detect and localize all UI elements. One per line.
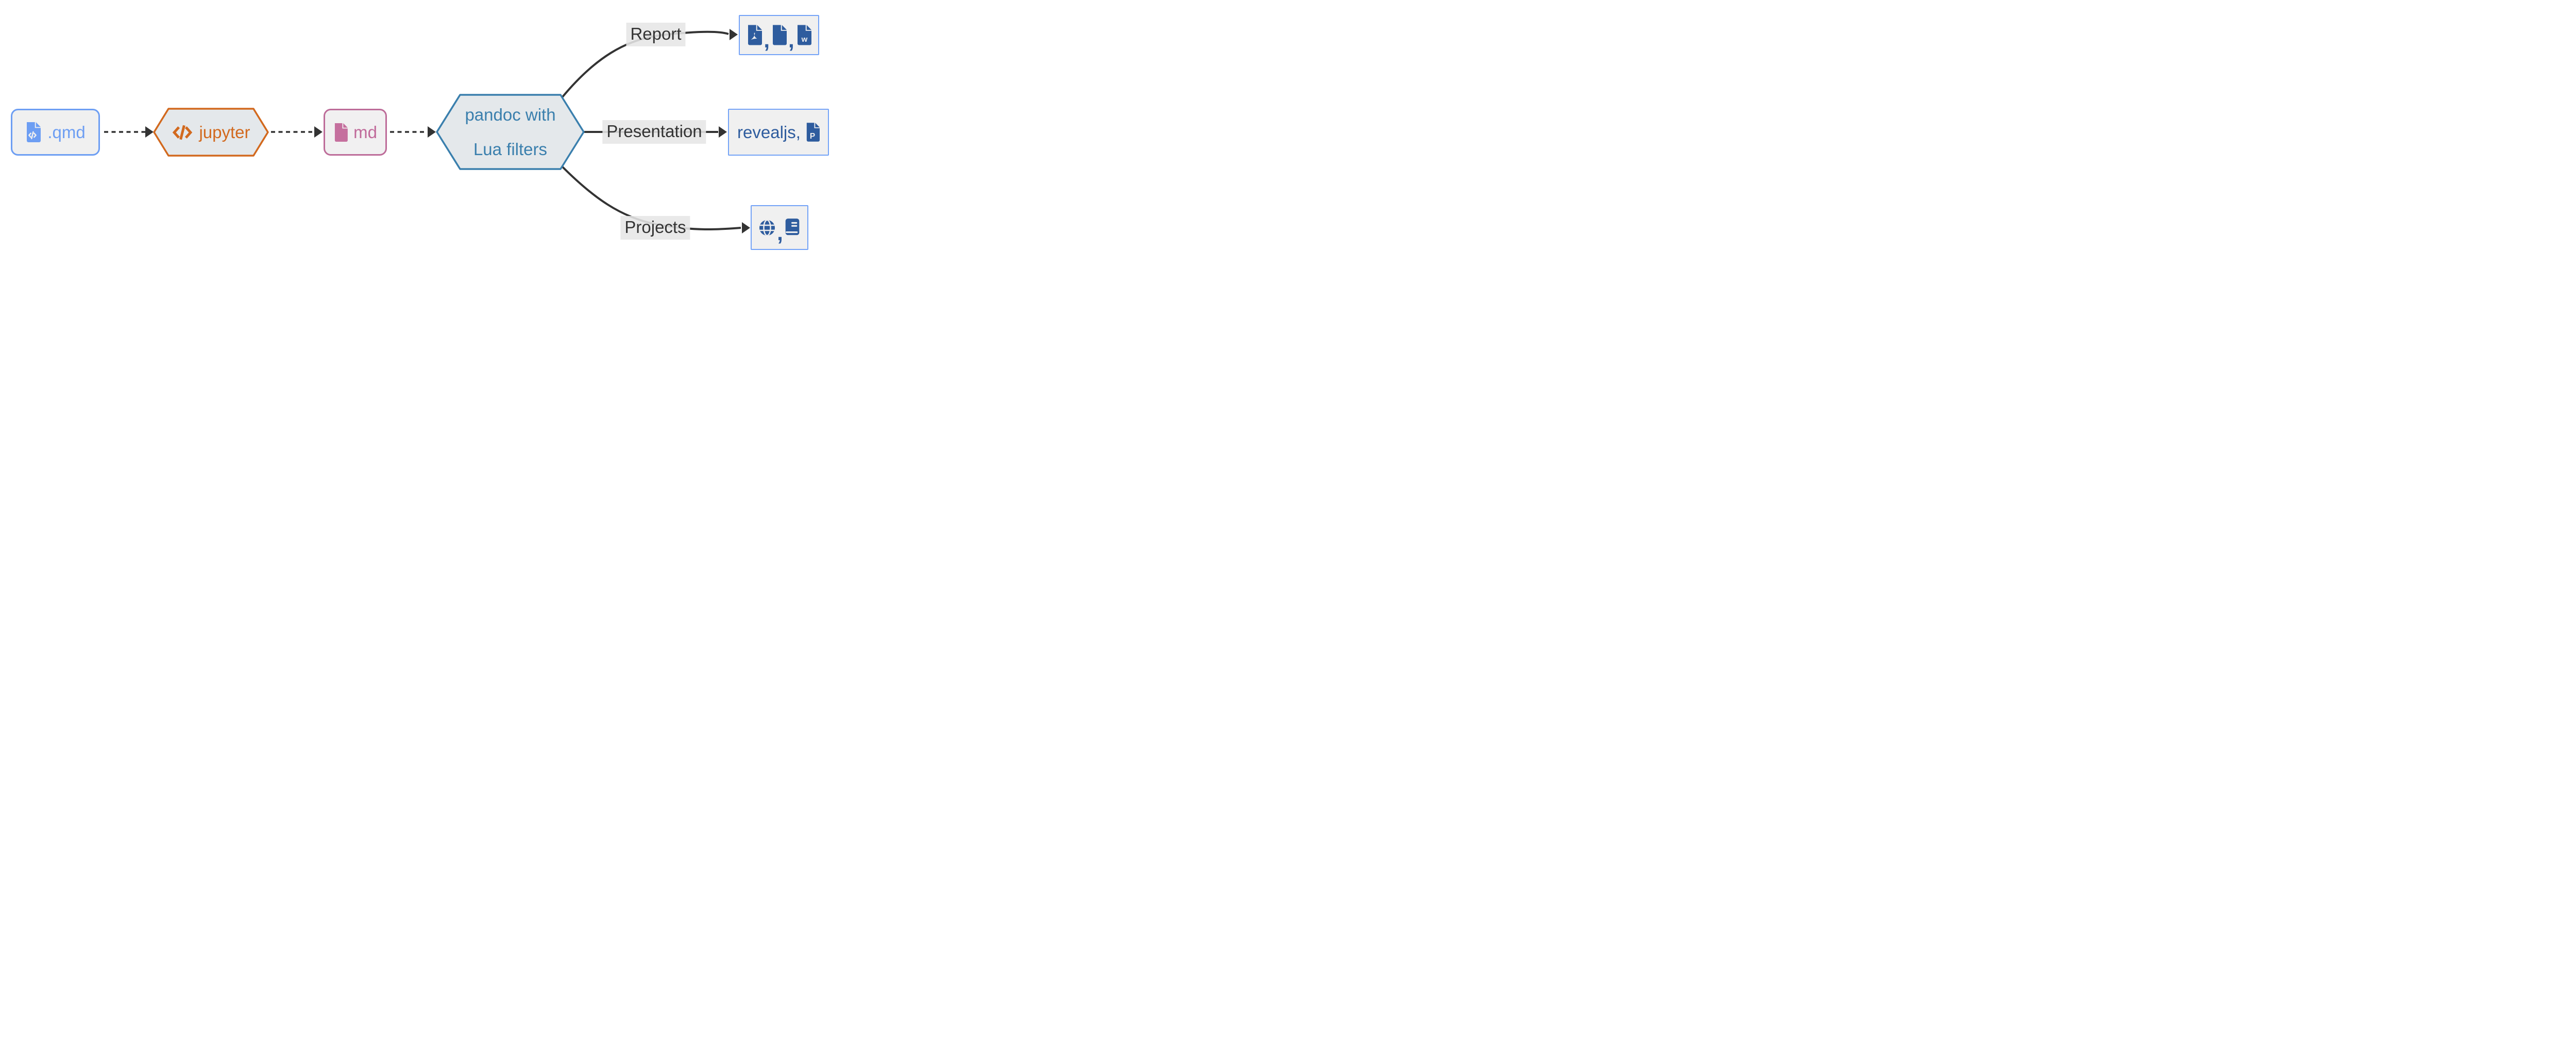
jupyter-hexagon-shape [153, 108, 269, 157]
arrowhead-md [314, 126, 323, 138]
file-powerpoint-icon: P [806, 123, 820, 142]
code-icon [173, 125, 193, 140]
globe-icon [759, 220, 775, 236]
edge-label-projects: Projects [620, 216, 690, 240]
edge-label-presentation: Presentation [602, 120, 706, 144]
arrowhead-projects [742, 222, 750, 233]
word-letter: w [801, 35, 807, 44]
file-icon [773, 25, 787, 45]
file-icon [335, 123, 348, 142]
qmd-label: .qmd [47, 122, 86, 142]
file-pdf-icon [748, 25, 762, 45]
flowchart-canvas: .qmd jupyter md [0, 0, 839, 260]
arrowhead-pandoc [428, 126, 436, 138]
book-icon [785, 219, 800, 236]
arrowhead-jupyter [145, 126, 154, 138]
edge-label-report: Report [626, 23, 686, 46]
node-project-outputs: , [751, 205, 808, 250]
pandoc-label-line2: Lua filters [473, 140, 548, 159]
node-md: md [324, 109, 387, 156]
node-qmd: .qmd [11, 109, 100, 156]
node-presentation-outputs: revealjs, P [728, 109, 829, 156]
arrowhead-report [730, 29, 738, 40]
node-pandoc: pandoc with Lua filters [436, 94, 585, 170]
powerpoint-letter: P [810, 132, 815, 141]
pandoc-label-line1: pandoc with [465, 105, 556, 124]
file-code-icon [27, 122, 41, 142]
file-word-icon: w [797, 25, 811, 45]
edge-layer [104, 29, 750, 233]
md-label: md [353, 122, 377, 142]
arrowhead-presentation [719, 126, 727, 138]
node-jupyter: jupyter [153, 108, 269, 157]
revealjs-label: revealjs, [737, 122, 801, 142]
jupyter-label: jupyter [199, 122, 250, 142]
node-report-outputs: , , w [739, 15, 819, 55]
pandoc-hexagon-shape [436, 94, 585, 170]
